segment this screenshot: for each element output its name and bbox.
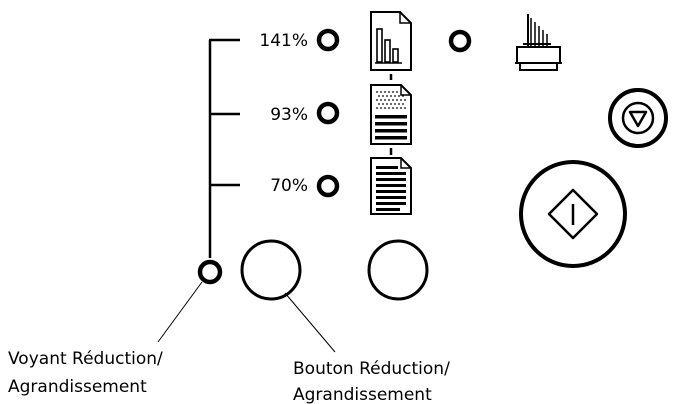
reduction-enlargement-led <box>197 259 223 285</box>
copy-led <box>448 29 472 53</box>
button-leader-line <box>284 292 336 353</box>
stop-icon <box>621 101 655 135</box>
indicator-callout-line2: Agrandissement <box>8 377 147 397</box>
printer-icon <box>515 14 562 71</box>
zoom-label-93: 93% <box>270 105 308 125</box>
indicator-leader-line <box>157 281 203 343</box>
photo-text-document-icon <box>370 84 412 145</box>
zoom-led-141 <box>316 28 340 52</box>
zoom-label-70: 70% <box>270 176 308 196</box>
indicator-callout-line1: Voyant Réduction/ <box>8 349 163 369</box>
copy-button[interactable] <box>367 239 429 301</box>
stop-button[interactable] <box>608 88 668 148</box>
start-icon <box>547 188 599 240</box>
start-button[interactable] <box>519 160 627 268</box>
text-document-icon <box>370 157 412 215</box>
bar-chart-document-icon <box>370 11 412 71</box>
zoom-label-141: 141% <box>259 31 308 51</box>
zoom-led-93 <box>316 101 340 125</box>
zoom-bracket <box>208 38 240 258</box>
button-callout-line1: Bouton Réduction/ <box>293 359 450 379</box>
reduction-enlargement-button[interactable] <box>240 239 302 301</box>
zoom-led-70 <box>316 174 340 198</box>
button-callout-line2: Agrandissement <box>293 385 432 404</box>
